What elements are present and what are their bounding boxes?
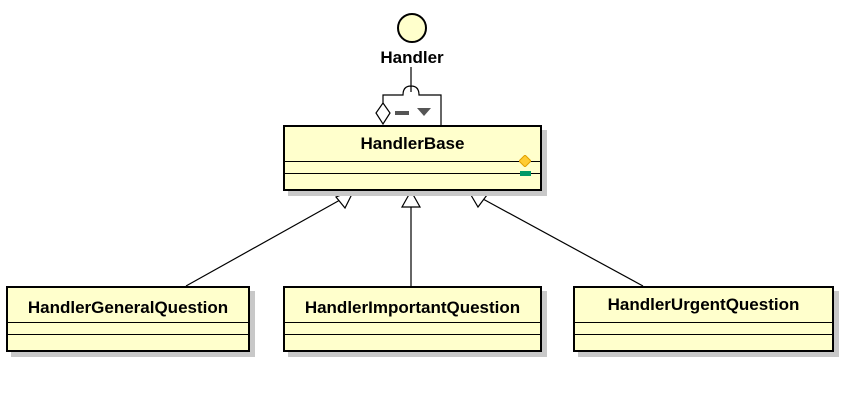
attribute-compartment-divider [575, 322, 832, 323]
class-name: HandlerBase [360, 134, 465, 153]
interface-lollipop-icon[interactable] [397, 13, 427, 43]
attribute-marker-icon [519, 155, 531, 167]
inheritance-arrow-urgent [466, 189, 489, 209]
class-name: HandlerImportantQuestion [304, 298, 521, 317]
interface-label: Handler [380, 48, 444, 67]
attribute-compartment-divider [8, 322, 248, 323]
attribute-compartment-divider [285, 322, 540, 323]
class-handler-general-question[interactable]: HandlerGeneralQuestion [6, 286, 250, 352]
inheritance-arrow-general [335, 188, 356, 210]
class-handler-base[interactable]: HandlerBase [283, 125, 542, 191]
triangle-down-icon [417, 108, 431, 116]
inheritance-arrow-important [400, 189, 422, 208]
interface-socket-hook [382, 84, 442, 125]
inheritance-line-urgent [482, 198, 644, 287]
operation-marker-icon [520, 171, 531, 176]
operation-compartment-divider [285, 334, 540, 335]
inheritance-line-general [185, 199, 341, 287]
class-name: HandlerUrgentQuestion [607, 295, 800, 314]
operation-compartment-divider [285, 173, 540, 174]
dash-icon [395, 111, 409, 115]
class-handler-important-question[interactable]: HandlerImportantQuestion [283, 286, 542, 352]
operation-compartment-divider [575, 334, 832, 335]
class-handler-urgent-question[interactable]: HandlerUrgentQuestion [573, 286, 834, 352]
class-name: HandlerGeneralQuestion [27, 298, 229, 317]
attribute-compartment-divider [285, 161, 540, 162]
operation-compartment-divider [8, 334, 248, 335]
aggregation-diamond-icon [375, 101, 391, 126]
